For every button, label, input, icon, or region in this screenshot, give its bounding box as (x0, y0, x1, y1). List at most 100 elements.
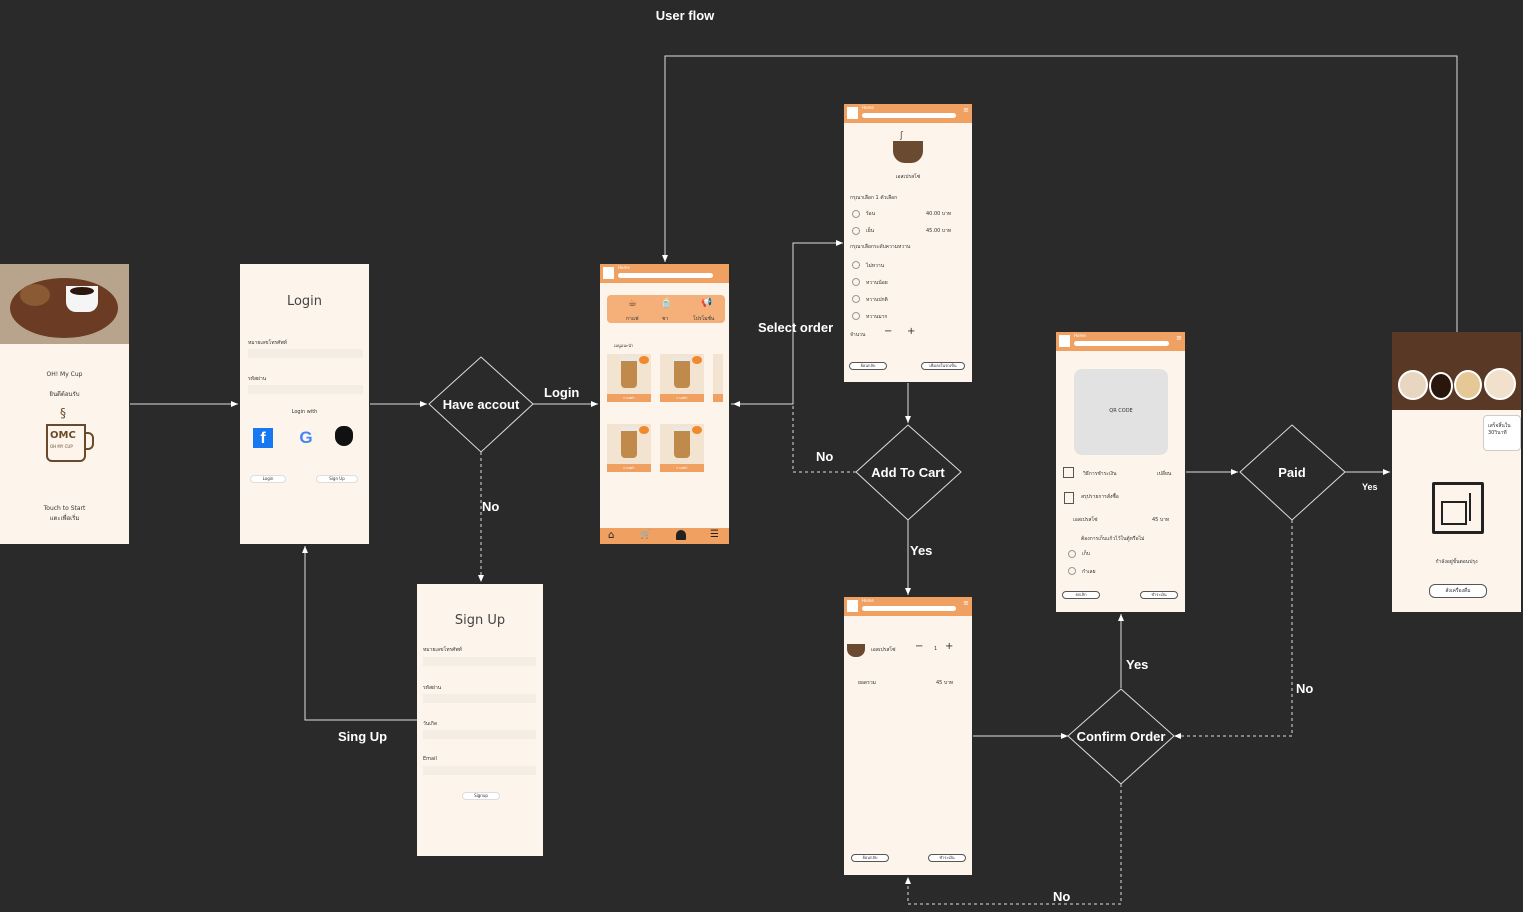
payment-screen[interactable]: Home ≡ QR CODE วิธีการชำระเงิน เปลี่ยน ส… (1056, 332, 1185, 612)
product-screen[interactable]: Home ≡ ʃ เอสเปรสโซ่ กรุณาเลือก 1 ตัวเลือ… (844, 104, 972, 382)
signup-button[interactable]: Sign Up (316, 475, 358, 483)
menu-icon[interactable]: ≡ (963, 106, 969, 114)
app-logo-icon (847, 107, 858, 119)
cart-item-qty: 1 (934, 646, 938, 652)
search-input[interactable] (618, 273, 713, 278)
phone-label: หมายเลขโทรศัพท์ (248, 340, 287, 346)
option-radio[interactable] (852, 210, 860, 218)
option-radio[interactable] (852, 227, 860, 235)
menu-icon[interactable]: ☰ (710, 529, 719, 540)
option-label: ร้อน (866, 211, 876, 217)
takeaway-radio[interactable] (1068, 567, 1076, 575)
takeaway-option: กำเลย (1082, 569, 1096, 575)
password-input[interactable] (248, 385, 363, 394)
cart-screen[interactable]: Home ≡ เอสเปรสโซ่ − 1 + ยอดรวม 45 บาท ย้… (844, 597, 972, 875)
home-icon[interactable]: ⌂ (608, 530, 615, 541)
coffee-icon[interactable]: ☕ (628, 298, 637, 309)
sweet-radio[interactable] (852, 295, 860, 303)
phone-input[interactable] (248, 349, 363, 358)
login-button[interactable]: Login (250, 475, 286, 483)
facebook-icon[interactable]: f (253, 428, 273, 448)
promo-icon[interactable]: 📢 (701, 298, 713, 308)
back-button[interactable]: ย้อนกลับ (851, 854, 889, 862)
app-logo-icon (603, 267, 614, 279)
sweet-radio[interactable] (852, 278, 860, 286)
finish-button[interactable]: สั่งเครื่องดื่ม (1429, 584, 1487, 598)
google-icon[interactable]: G (299, 428, 313, 447)
minus-icon[interactable]: − (915, 641, 924, 652)
password-label: รหัสผ่าน (248, 376, 267, 382)
product-card[interactable] (607, 424, 651, 464)
edge-label-no-paid: No (1296, 681, 1314, 696)
menu-icon[interactable]: ≡ (1176, 334, 1182, 342)
edge-label-no-confirm: No (1053, 889, 1071, 904)
takeaway-option: เก็บ (1082, 551, 1090, 557)
product-card[interactable] (660, 354, 704, 394)
home-screen[interactable]: Home ☕ 🍵 📢 กาแฟ ชา โปรโมชั่น เมนูแนะนำ ก… (600, 264, 729, 544)
sweet-option: หวานปกติ (866, 297, 888, 303)
payment-item-name: เอสเปรสโซ่ (1073, 517, 1098, 523)
signup-heading: Sign Up (454, 613, 506, 628)
change-method-link[interactable]: เปลี่ยน (1157, 471, 1172, 477)
decision-confirm-order: Confirm Order (1076, 729, 1166, 744)
signup-email-input[interactable] (423, 766, 536, 775)
sweet-radio[interactable] (852, 312, 860, 320)
sweet-option: ไม่หวาน (866, 263, 885, 269)
category-tea[interactable]: ชา (662, 316, 669, 322)
search-input[interactable] (862, 113, 956, 118)
signup-email-label: Email (423, 756, 437, 762)
product-card[interactable] (607, 354, 651, 394)
signup-screen[interactable]: Sign Up หมายเลขโทรศัพท์ รหัสผ่าน วันเกิด… (417, 584, 543, 856)
edge-label-yes-paid: Yes (1362, 482, 1378, 492)
coffee-machine-icon (1432, 482, 1484, 534)
welcome-screen[interactable]: OH! My Cup ยินดีต้อนรับ OMC OH MY CUP § … (0, 264, 129, 544)
done-screen[interactable]: เสร็จสิ้นใน 30วินาที กำลังอยู่ขั้นตอนปรุ… (1392, 332, 1521, 612)
takeaway-question: ต้องการเก็บแก้วไว้ในตู้หรือไม่ (1081, 536, 1145, 542)
edge-label-yes-confirm: Yes (1126, 657, 1149, 672)
edge-label-login: Login (544, 385, 580, 400)
signup-phone-input[interactable] (423, 657, 536, 666)
signup-submit-button[interactable]: Signup (462, 792, 500, 800)
plus-icon[interactable]: + (945, 641, 954, 652)
bell-icon[interactable] (676, 530, 686, 540)
product-card-label: กาแฟดำ (660, 394, 704, 402)
takeaway-radio[interactable] (1068, 550, 1076, 558)
login-screen[interactable]: Login หมายเลขโทรศัพท์ รหัสผ่าน Login wit… (240, 264, 369, 544)
add-to-cart-button[interactable]: เพิ่มลงในรถเข็น (921, 362, 965, 370)
product-card[interactable] (660, 424, 704, 464)
decision-have-account: Have accout (442, 397, 520, 412)
edge-cart-no-home (733, 401, 856, 473)
decision-add-to-cart-shape (855, 424, 962, 521)
edge-signup-login (302, 546, 417, 721)
search-input[interactable] (1074, 341, 1169, 346)
back-button[interactable]: ย้อนกลับ (849, 362, 887, 370)
category-bar: ☕ 🍵 📢 กาแฟ ชา โปรโมชั่น (607, 295, 725, 323)
timer-box: เสร็จสิ้นใน 30วินาที (1483, 415, 1521, 451)
menu-icon[interactable]: ≡ (963, 599, 969, 607)
plus-icon[interactable]: + (907, 326, 916, 337)
sweet-option: หวานมาก (866, 314, 888, 320)
pay-button[interactable]: ชำระเงิน (928, 854, 966, 862)
apple-icon[interactable] (335, 426, 353, 446)
category-promo[interactable]: โปรโมชั่น (693, 316, 715, 322)
category-coffee[interactable]: กาแฟ (626, 316, 639, 322)
signup-password-input[interactable] (423, 694, 536, 703)
decision-add-to-cart: Add To Cart (871, 465, 945, 480)
brewing-status: กำลังอยู่ขั้นตอนปรุง (1435, 559, 1478, 565)
pay-button[interactable]: ชำระเงิน (1140, 591, 1178, 599)
product-card-label: กาแฟดำ (607, 464, 651, 472)
receipt-icon (1064, 492, 1074, 504)
product-card-label: กาแฟดำ (660, 464, 704, 472)
minus-icon[interactable]: − (884, 326, 893, 337)
search-input[interactable] (862, 606, 956, 611)
coffee-cups-image (1392, 332, 1521, 410)
product-name: เอสเปรสโซ่ (895, 174, 921, 180)
signup-birthday-input[interactable] (423, 730, 536, 739)
cart-icon[interactable]: 🛒 (640, 530, 652, 540)
edge-confirm-no-cart (905, 784, 1122, 905)
qr-code: QR CODE (1074, 369, 1168, 455)
touch-to-start[interactable]: Touch to Start (43, 505, 86, 512)
cancel-button[interactable]: ยกเลิก (1062, 591, 1100, 599)
tea-icon[interactable]: 🍵 (660, 298, 673, 309)
sweet-radio[interactable] (852, 261, 860, 269)
